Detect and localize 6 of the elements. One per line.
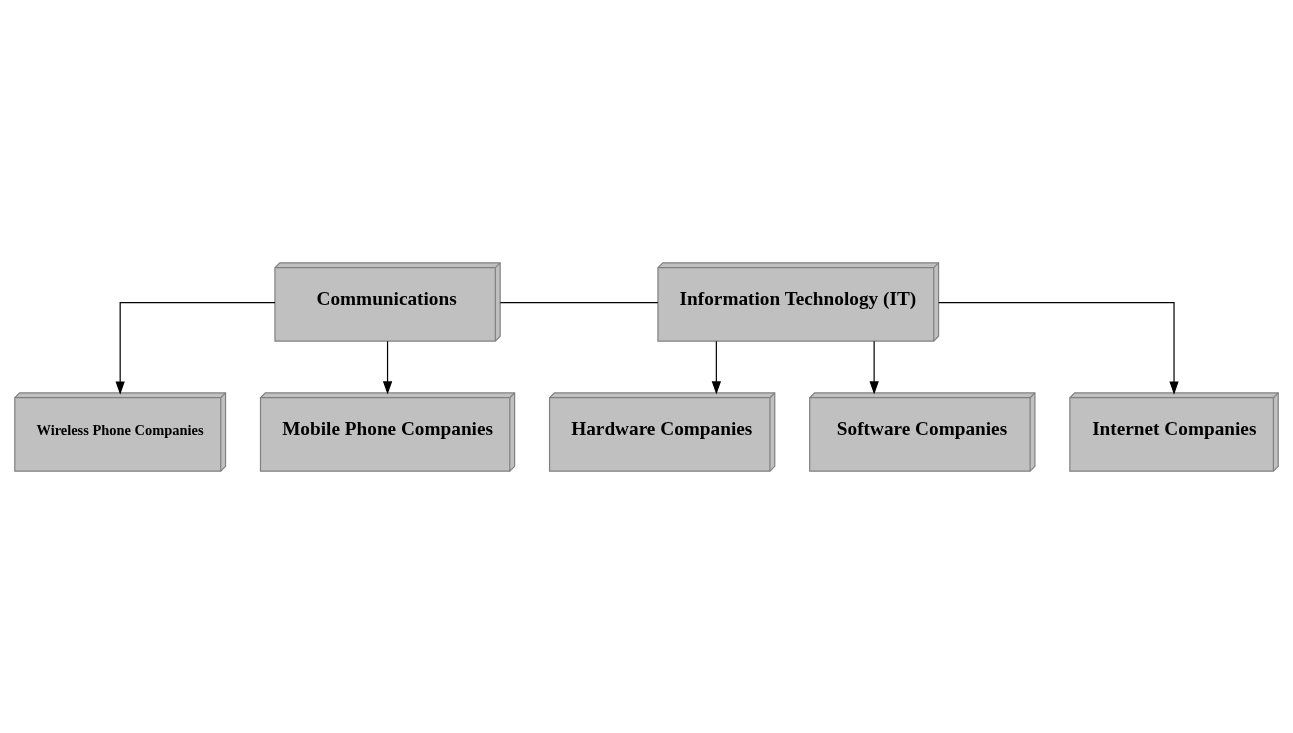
arrow: [938, 301, 1179, 395]
connector: [499, 301, 659, 303]
arrow: [115, 301, 276, 395]
arrow: [869, 340, 879, 395]
arrow: [382, 340, 393, 395]
arrow: [711, 340, 721, 395]
